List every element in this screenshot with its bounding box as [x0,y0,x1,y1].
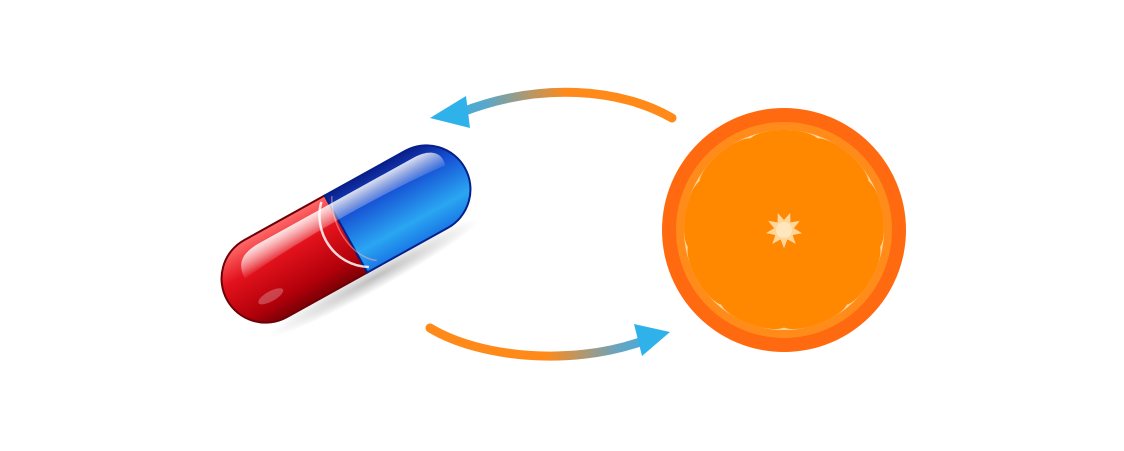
arrow-left-icon [430,87,677,128]
arrow-right-icon [425,323,670,361]
orange-slice-icon [662,108,906,352]
capsule-pill-icon [220,144,480,337]
